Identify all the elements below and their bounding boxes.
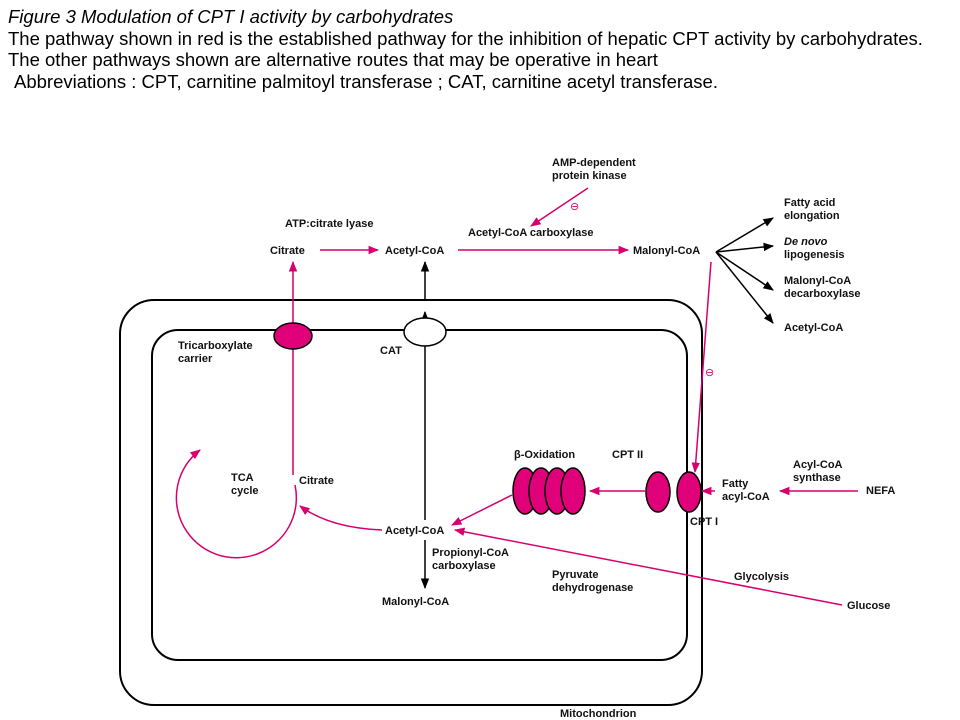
label-acs-line1: Acyl-CoA xyxy=(793,459,843,471)
label-fatty-acyl-line2: acyl-CoA xyxy=(722,491,770,503)
malonylcoa-to-cpt1-arrow xyxy=(691,261,712,474)
cpt2-carrier xyxy=(645,471,671,513)
cat-carrier xyxy=(403,317,447,347)
label-malonyl-coa-inner: Malonyl-CoA xyxy=(382,596,449,608)
label-citrate-top: Citrate xyxy=(270,245,305,257)
ampk-inhibition-icon: ⊖ xyxy=(570,201,579,213)
label-beta-oxidation: β-Oxidation xyxy=(514,449,575,461)
label-cpt1: CPT I xyxy=(690,516,718,528)
label-tricarboxylate-line1: Tricarboxylate xyxy=(178,340,253,352)
malonylcoa-to-lipogenesis-arrow xyxy=(715,242,775,253)
betaox-to-acetylcoa-arrow xyxy=(451,494,513,526)
label-fatty-acid-line2: elongation xyxy=(784,210,840,222)
label-fatty-acid-line1: Fatty acid xyxy=(784,197,835,209)
label-mitochondrion: Mitochondrion xyxy=(560,708,637,720)
label-citrate-inner: Citrate xyxy=(299,475,334,487)
label-ampk-line1: AMP-dependent xyxy=(552,157,636,169)
label-pcc-line2: carboxylase xyxy=(432,560,496,572)
figure-abbreviations: Abbreviations : CPT, carnitine palmitoyl… xyxy=(14,70,718,92)
figure-caption: Figure 3 Modulation of CPT I activity by… xyxy=(8,6,954,92)
label-acetyl-coa-right: Acetyl-CoA xyxy=(784,322,843,334)
label-pcc-line1: Propionyl-CoA xyxy=(432,547,509,559)
label-mcd-line2: decarboxylase xyxy=(784,288,860,300)
label-acetyl-coa-inner: Acetyl-CoA xyxy=(385,525,444,537)
tca-cycle-circle xyxy=(175,449,298,559)
cell-outer-membrane xyxy=(119,299,703,706)
beta-oxidation-spiral xyxy=(512,467,586,515)
label-cat: CAT xyxy=(380,345,402,357)
label-acs-line2: synthase xyxy=(793,472,841,484)
label-acetyl-coa-carboxylase: Acetyl-CoA carboxylase xyxy=(468,227,594,239)
malonylcoa-to-decarboxylase-arrow xyxy=(715,251,774,291)
tricarboxylate-carrier xyxy=(273,322,313,350)
ampk-inhibition-arrow xyxy=(530,187,589,227)
acetylcoa-to-tca-arrow xyxy=(299,505,383,531)
label-de-novo-line1: De novo xyxy=(784,236,828,248)
label-atp-citrate-lyase: ATP:citrate lyase xyxy=(285,218,373,230)
label-tca-line1: TCA xyxy=(231,472,254,484)
label-tricarboxylate-line2: carrier xyxy=(178,353,213,365)
cpt1-carrier xyxy=(676,471,702,513)
label-ampk-line2: protein kinase xyxy=(552,170,627,182)
label-tca-line2: cycle xyxy=(231,485,259,497)
figure-title: Figure 3 Modulation of CPT I activity by… xyxy=(8,6,454,27)
label-pdh-line1: Pyruvate xyxy=(552,569,598,581)
label-fatty-acyl-line1: Fatty xyxy=(722,478,749,490)
glucose-to-acetylcoa-arrow xyxy=(453,527,843,606)
label-de-novo-line2: lipogenesis xyxy=(784,249,845,261)
label-pdh-line2: dehydrogenase xyxy=(552,582,633,594)
label-nefa: NEFA xyxy=(866,485,895,497)
malonylcoa-to-elongation-arrow xyxy=(715,217,774,253)
label-malonyl-coa-top: Malonyl-CoA xyxy=(633,245,700,257)
cpt1-inhibition-icon: ⊖ xyxy=(705,367,714,379)
label-acetyl-coa-top: Acetyl-CoA xyxy=(385,245,444,257)
label-glycolysis: Glycolysis xyxy=(734,571,789,583)
label-mcd-line1: Malonyl-CoA xyxy=(784,275,851,287)
figure-description: The pathway shown in red is the establis… xyxy=(8,27,923,71)
label-cpt2: CPT II xyxy=(612,449,643,461)
label-glucose: Glucose xyxy=(847,600,890,612)
malonylcoa-to-acetylcoa-arrow xyxy=(715,251,774,324)
